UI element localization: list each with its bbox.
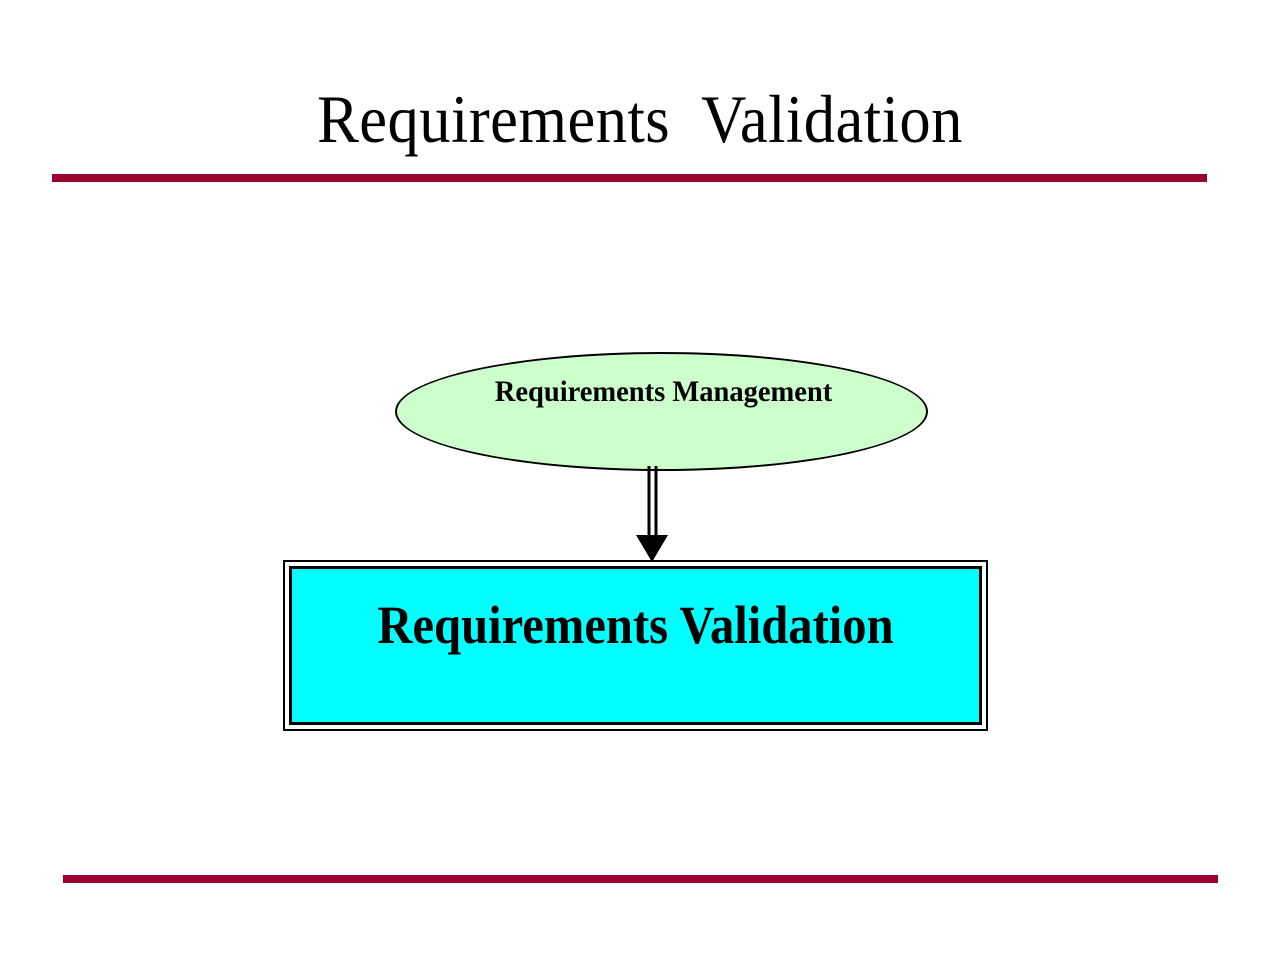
node-requirements-validation[interactable]: Requirements Validation — [283, 560, 988, 731]
edge-management-to-validation — [636, 466, 668, 562]
node-requirements-management-label: Requirements Management — [494, 375, 833, 408]
arrowhead-icon — [636, 535, 668, 562]
node-requirements-validation-fill: Requirements Validation — [289, 566, 982, 725]
page-title: Requirements Validation — [317, 80, 963, 157]
title-divider-top — [52, 174, 1207, 182]
node-requirements-management[interactable]: Requirements Management — [395, 352, 928, 471]
node-requirements-validation-label: Requirements Validation — [377, 595, 894, 655]
footer-divider-bottom — [63, 875, 1218, 883]
